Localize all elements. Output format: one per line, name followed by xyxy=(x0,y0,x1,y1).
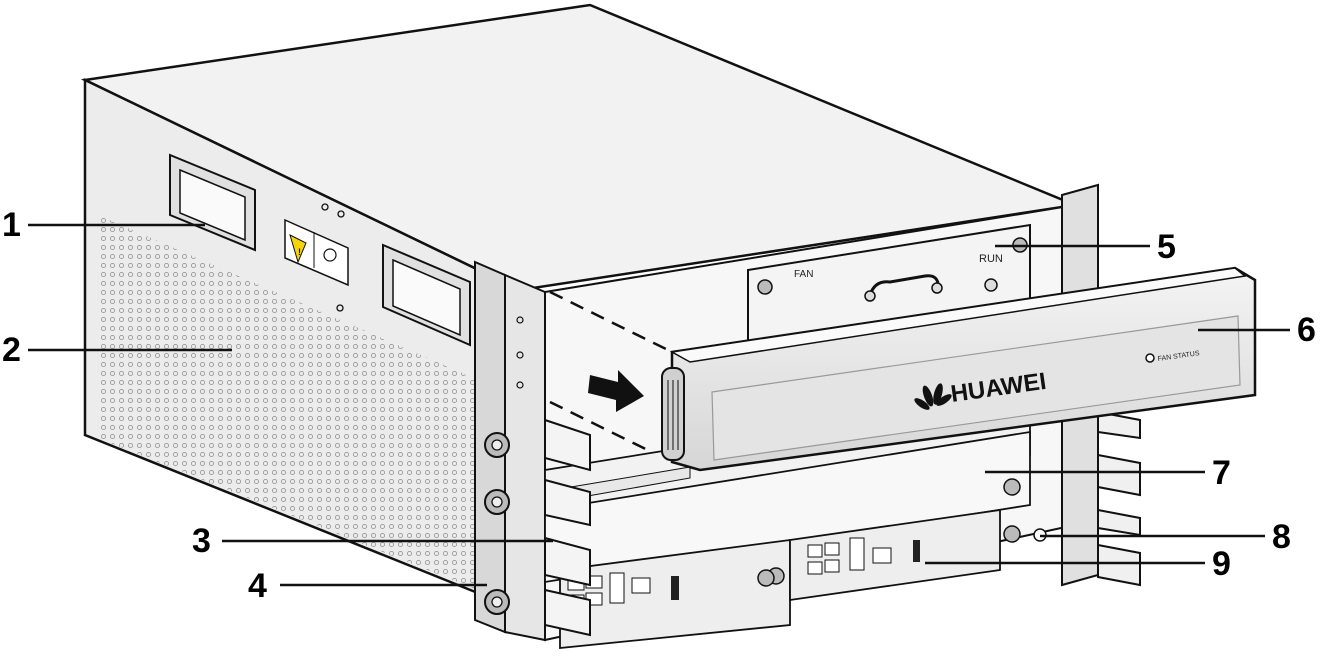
side-handle-1 xyxy=(169,153,256,252)
thumbscrew-3 xyxy=(484,589,510,615)
callout-1: 1 xyxy=(2,206,21,244)
run-led xyxy=(984,278,998,292)
fan-status-led xyxy=(1145,353,1155,363)
warning-label: ! xyxy=(284,218,349,287)
callout-3: 3 xyxy=(192,522,211,560)
callout-6: 6 xyxy=(1297,311,1316,349)
callout-lines xyxy=(28,223,1290,587)
ejector-levers xyxy=(544,418,591,637)
svg-text:!: ! xyxy=(298,247,301,257)
side-handle-2 xyxy=(382,243,471,347)
fan-cover: HUAWEI FAN STATUS xyxy=(661,266,1257,472)
callout-4: 4 xyxy=(248,567,267,605)
callout-8: 8 xyxy=(1272,518,1291,556)
run-led-label: RUN xyxy=(979,253,1003,265)
rail-tabs-right xyxy=(1097,410,1141,587)
thumbscrew-2 xyxy=(484,489,510,515)
callout-2: 2 xyxy=(2,331,21,369)
vent-grille xyxy=(98,215,490,595)
thumbscrew-1 xyxy=(484,432,510,458)
fan-tray-label: FAN xyxy=(794,269,813,280)
callout-5: 5 xyxy=(1157,228,1176,266)
callout-7: 7 xyxy=(1212,454,1231,492)
callout-9: 9 xyxy=(1212,545,1231,583)
huawei-logo-icon xyxy=(914,383,952,410)
insertion-arrow xyxy=(588,370,644,412)
board-lower xyxy=(559,508,1001,649)
